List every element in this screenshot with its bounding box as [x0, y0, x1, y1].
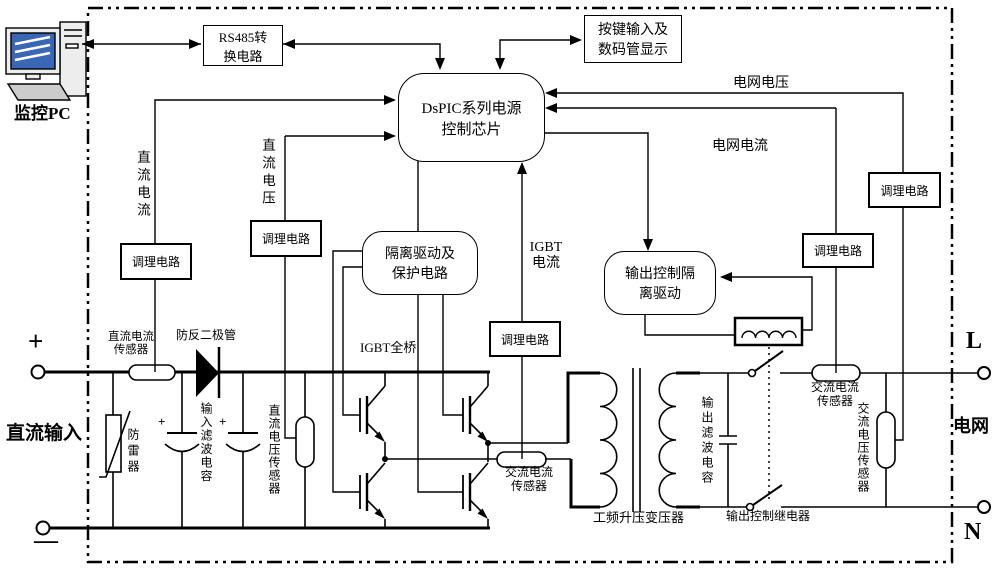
keypad-line2: 数码管显示: [598, 43, 668, 58]
line-terminal-label: L: [966, 328, 983, 354]
rs485-line2: 换电路: [223, 48, 263, 64]
dc-input-label: 直流输入: [6, 423, 83, 444]
dc-minus-terminal: [35, 520, 51, 536]
igbt-bridge: [358, 384, 491, 521]
dc-current-signal-label: 直流电流: [135, 150, 150, 220]
dc-plus-terminal: [30, 364, 46, 380]
ac-current-sensor-out-line2: 传感器: [816, 393, 853, 408]
pc-label: 监控PC: [14, 104, 71, 123]
output-drive-line1: 输出控制隔: [625, 267, 695, 282]
igbt-current-line2: 电流: [532, 256, 560, 272]
conditioning-block-dc-voltage: 调理电路: [250, 220, 322, 257]
dspic-line1: DsPIC系列电源: [421, 100, 522, 117]
ac-current-sensor-mid-label: 交流电流 传感器: [496, 465, 562, 494]
cap2-plus-sign: +: [219, 414, 227, 429]
diode-icon: [196, 347, 221, 398]
dc-current-sensor-symbol: [128, 364, 176, 381]
transformer-label: 工频升压变压器: [593, 510, 685, 525]
rs485-line1: RS485转: [218, 29, 268, 45]
dc-voltage-signal-label: 直流电压: [260, 138, 275, 208]
conditioning-block-igbt-current: 调理电路: [489, 321, 561, 357]
rs485-converter-block: RS485转 换电路: [203, 25, 283, 66]
conditioning-block-dc-current: 调理电路: [120, 243, 192, 280]
igbt-current-signal-label: IGBT 电流: [524, 240, 568, 272]
isolation-drive-block: 隔离驱动及 保护电路: [362, 231, 478, 295]
ac-current-sensor-out-line1: 交流电流: [810, 380, 859, 394]
output-control-drive-block: 输出控制隔 离驱动: [604, 251, 716, 315]
grid-current-signal-label: 电网电流: [712, 139, 768, 154]
minus-terminal-label: —: [34, 528, 58, 554]
surge-arrester-label: 防雷器: [126, 428, 140, 476]
ac-current-sensor-out-label: 交流电流 传感器: [802, 380, 868, 409]
dc-current-sensor-line1: 直流电流: [108, 331, 154, 343]
conditioning-label: 调理电路: [500, 332, 549, 347]
conditioning-label: 调理电路: [813, 244, 862, 258]
output-drive-line2: 离驱动: [639, 287, 681, 302]
ac-voltage-sensor-label: 交流电压传感器: [856, 402, 870, 493]
neutral-terminal-label: N: [964, 519, 982, 545]
igbt-bridge-label: IGBT全桥: [360, 340, 417, 355]
ac-current-sensor-mid-line2: 传感器: [510, 478, 547, 493]
igbt-current-line1: IGBT: [529, 240, 563, 255]
computer-icon: [5, 21, 87, 101]
conditioning-block-grid-voltage: 调理电路: [868, 172, 941, 208]
dc-current-sensor-label: 直流电流 传感器: [100, 331, 162, 357]
ac-voltage-sensor-symbol: [876, 411, 896, 469]
system-boundary: [86, 6, 954, 564]
output-relay-label: 输出控制继电器: [726, 509, 811, 523]
arrowheads: [82, 35, 732, 282]
isolation-line2: 保护电路: [392, 267, 448, 282]
dc-voltage-sensor-symbol: [295, 416, 315, 468]
dc-current-sensor-line2: 传感器: [113, 344, 149, 357]
input-filter-cap-label: 输入滤波电容: [199, 402, 213, 483]
keypad-line1: 按键输入及: [598, 23, 668, 38]
plus-terminal-label: +: [28, 326, 44, 356]
grid-n-terminal: [977, 500, 991, 514]
dspic-controller-block: DsPIC系列电源 控制芯片: [398, 73, 545, 162]
isolation-line1: 隔离驱动及: [385, 247, 455, 262]
conditioning-label: 调理电路: [261, 232, 310, 246]
conditioning-label: 调理电路: [131, 255, 180, 269]
grid-label: 电网: [953, 416, 989, 436]
conditioning-block-grid-current: 调理电路: [802, 233, 874, 268]
dspic-line2: 控制芯片: [441, 121, 502, 138]
anti-reverse-diode-label: 防反二极管: [176, 328, 237, 342]
transformer-symbol: [599, 368, 677, 512]
grid-voltage-signal-label: 电网电压: [733, 76, 789, 91]
grid-l-terminal: [977, 366, 991, 380]
relay-symbol: [733, 316, 804, 512]
cap1-plus-sign: +: [158, 414, 166, 429]
output-filter-cap-label: 输出滤波电容: [700, 396, 714, 486]
dc-bus: [44, 370, 700, 530]
surge-arrester-symbol: [99, 410, 131, 478]
dc-voltage-sensor-label: 直流电压传感器: [267, 404, 281, 495]
conditioning-label: 调理电路: [880, 183, 929, 198]
input-filter-capacitors: [164, 432, 261, 453]
keypad-display-block: 按键输入及 数码管显示: [584, 15, 682, 63]
ac-current-sensor-mid-line1: 交流电流: [504, 465, 553, 479]
